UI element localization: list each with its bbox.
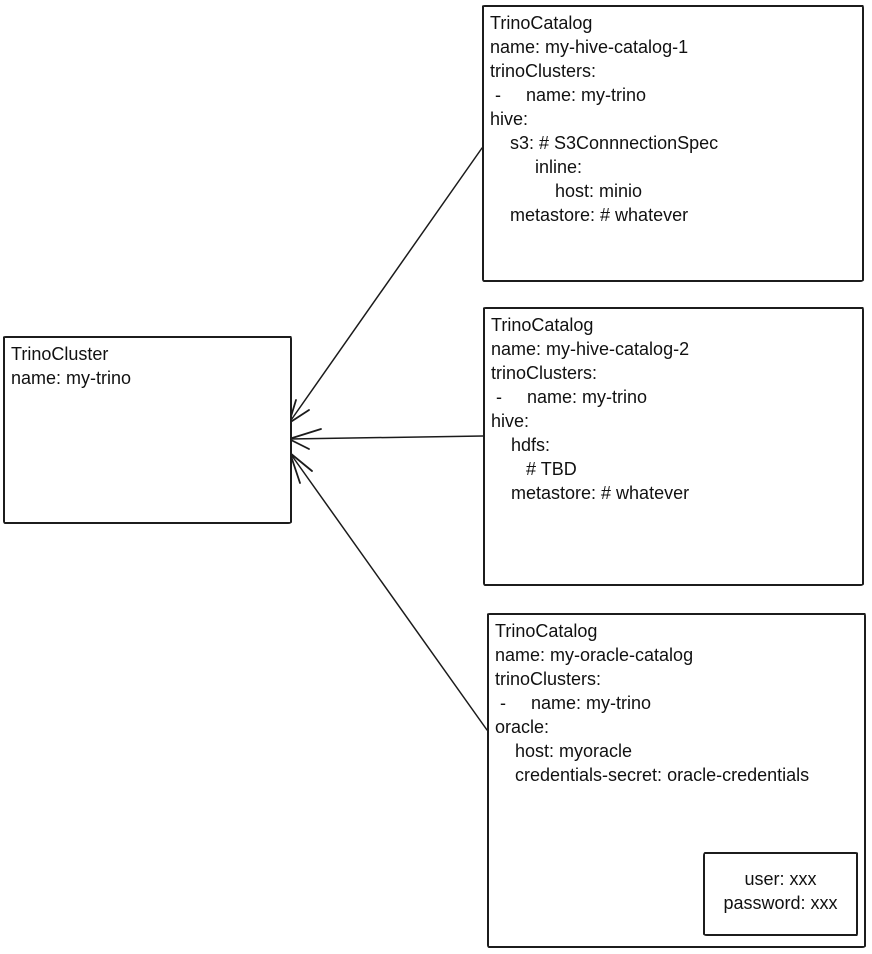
yaml-line: metastore: # whatever: [490, 205, 689, 225]
credentials-secret-node[interactable]: user: xxx password: xxx: [703, 852, 858, 936]
yaml-line: - name: my-trino: [495, 693, 652, 713]
yaml-line: - name: my-trino: [491, 387, 648, 407]
yaml-line: host: minio: [490, 181, 643, 201]
yaml-line: password: xxx: [723, 893, 838, 913]
yaml-line: TrinoCatalog: [490, 13, 593, 33]
trino-cluster-spec: TrinoCluster name: my-trino: [5, 338, 290, 394]
yaml-line: hive:: [490, 109, 529, 129]
trino-catalog-2-spec: TrinoCatalog name: my-hive-catalog-2 tri…: [485, 309, 862, 509]
yaml-line: hdfs:: [491, 435, 551, 455]
yaml-line: name: my-trino: [11, 368, 132, 388]
yaml-line: name: my-hive-catalog-2: [491, 339, 690, 359]
yaml-line: credentials-secret: oracle-credentials: [495, 765, 810, 785]
trino-catalog-1-node[interactable]: TrinoCatalog name: my-hive-catalog-1 tri…: [482, 5, 864, 282]
connector-catalog3-to-cluster: [289, 452, 488, 731]
yaml-line: TrinoCatalog: [491, 315, 594, 335]
credentials-secret-content: user: xxx password: xxx: [705, 854, 856, 915]
trino-catalog-2-node[interactable]: TrinoCatalog name: my-hive-catalog-2 tri…: [483, 307, 864, 586]
yaml-line: trinoClusters:: [495, 669, 602, 689]
trino-catalog-3-node[interactable]: TrinoCatalog name: my-oracle-catalog tri…: [487, 613, 866, 948]
yaml-line: trinoClusters:: [490, 61, 597, 81]
yaml-line: name: my-oracle-catalog: [495, 645, 694, 665]
yaml-line: host: myoracle: [495, 741, 633, 761]
yaml-line: - name: my-trino: [490, 85, 647, 105]
yaml-line: TrinoCluster: [11, 344, 109, 364]
yaml-line: oracle:: [495, 717, 550, 737]
yaml-line: hive:: [491, 411, 530, 431]
connector-catalog1-to-cluster: [288, 147, 483, 424]
yaml-line: # TBD: [491, 459, 577, 479]
yaml-line: TrinoCatalog: [495, 621, 598, 641]
yaml-line: metastore: # whatever: [491, 483, 690, 503]
trino-cluster-node[interactable]: TrinoCluster name: my-trino: [3, 336, 292, 524]
yaml-line: name: my-hive-catalog-1: [490, 37, 689, 57]
connector-catalog2-to-cluster: [288, 428, 484, 450]
yaml-line: trinoClusters:: [491, 363, 598, 383]
trino-catalog-3-spec: TrinoCatalog name: my-oracle-catalog tri…: [489, 615, 864, 791]
trino-catalog-1-spec: TrinoCatalog name: my-hive-catalog-1 tri…: [484, 7, 862, 231]
yaml-line: s3: # S3ConnnectionSpec: [490, 133, 719, 153]
yaml-line: user: xxx: [744, 869, 817, 889]
yaml-line: inline:: [490, 157, 583, 177]
